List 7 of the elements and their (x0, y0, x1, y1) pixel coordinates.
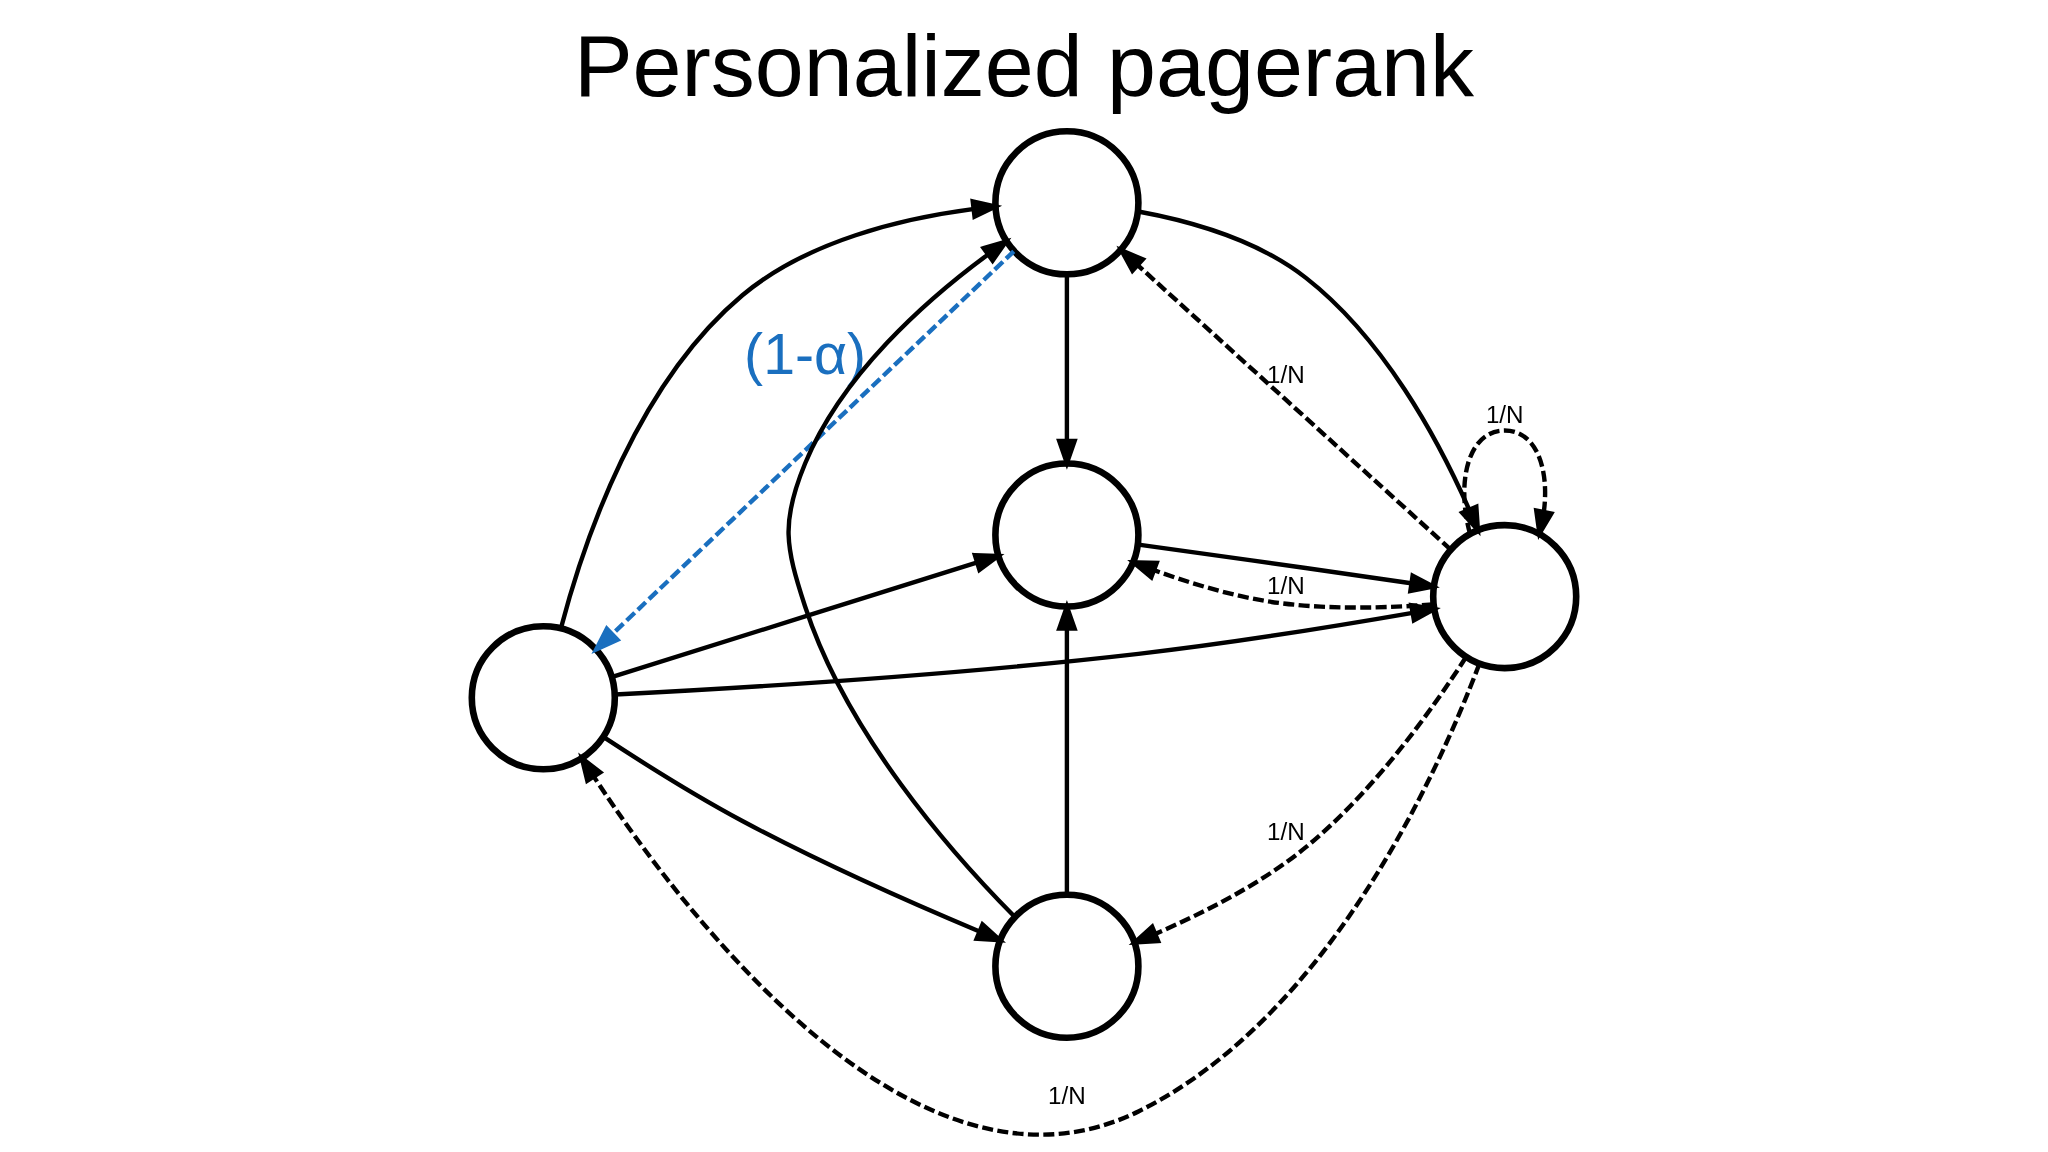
edge-label: 1/N (1485, 401, 1524, 429)
edge-label: 1/N (1266, 360, 1305, 388)
edge-label: 1/N (1048, 1082, 1086, 1110)
edge-label: 1/N (1266, 571, 1305, 599)
edge-label: (1-α) (744, 321, 867, 386)
diagram-title: Personalized pagerank (573, 16, 1475, 116)
edge-label: 1/N (1266, 818, 1305, 846)
